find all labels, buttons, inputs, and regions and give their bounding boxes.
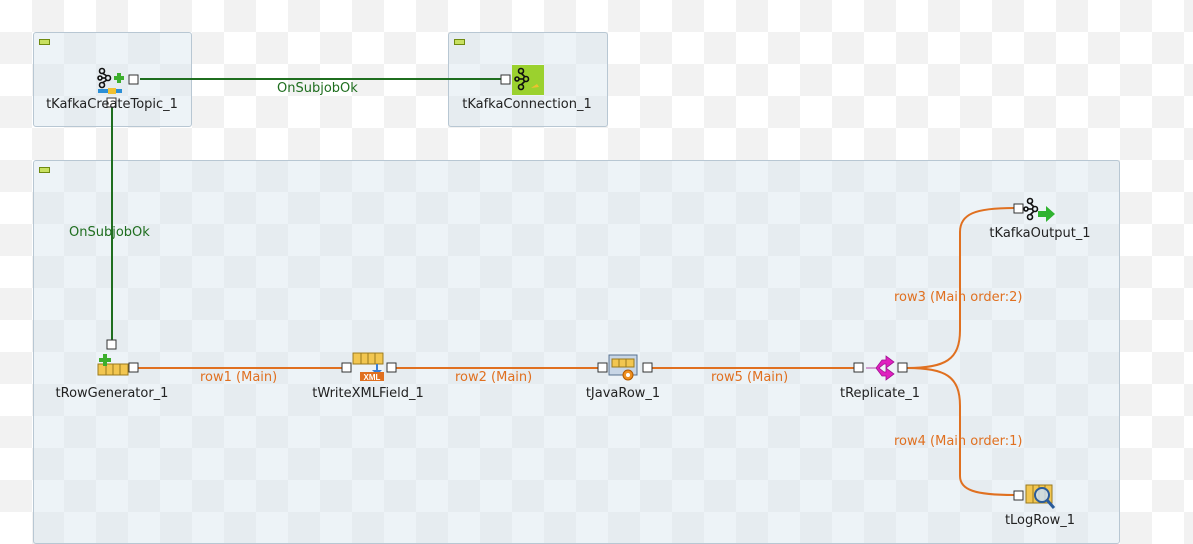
row-in-handle[interactable] xyxy=(597,362,608,373)
kafka-output-icon[interactable] xyxy=(1022,196,1056,224)
log-row-icon[interactable] xyxy=(1024,482,1058,512)
component-label-log-row[interactable]: tLogRow_1 xyxy=(1004,513,1076,528)
component-label-row-generator[interactable]: tRowGenerator_1 xyxy=(55,386,169,401)
link-label-row4[interactable]: row4 (Main order:1) xyxy=(894,434,1023,449)
kafka-create-topic-icon[interactable] xyxy=(96,66,128,98)
row-in-handle[interactable] xyxy=(1013,490,1024,501)
row-in-handle[interactable] xyxy=(341,362,352,373)
row-in-handle[interactable] xyxy=(1013,203,1024,214)
collapse-subjob-button[interactable] xyxy=(454,39,465,45)
trigger-out-handle[interactable] xyxy=(128,74,139,85)
component-label-kafka-connection[interactable]: tKafkaConnection_1 xyxy=(462,97,592,112)
row-in-handle[interactable] xyxy=(853,362,864,373)
link-label-onsubjobok-top[interactable]: OnSubjobOk xyxy=(277,81,358,96)
collapse-subjob-button[interactable] xyxy=(39,39,50,45)
link-label-row3[interactable]: row3 (Main order:2) xyxy=(894,290,1023,305)
link-label-row1[interactable]: row1 (Main) xyxy=(200,370,278,385)
component-label-replicate[interactable]: tReplicate_1 xyxy=(840,386,920,401)
subjob-main-flow[interactable] xyxy=(33,160,1120,544)
kafka-connection-icon[interactable] xyxy=(511,64,545,96)
trigger-in-handle[interactable] xyxy=(500,74,511,85)
component-label-kafka-create-topic[interactable]: tKafkaCreateTopic_1 xyxy=(46,97,178,112)
link-label-row2[interactable]: row2 (Main) xyxy=(455,370,533,385)
row-out-handle[interactable] xyxy=(642,362,653,373)
row3-link[interactable] xyxy=(906,207,1015,369)
row-out-handle[interactable] xyxy=(386,362,397,373)
row-out-handle[interactable] xyxy=(128,362,139,373)
write-xml-field-icon[interactable]: XML xyxy=(352,352,386,382)
component-label-kafka-output[interactable]: tKafkaOutput_1 xyxy=(989,226,1091,241)
link-label-row5[interactable]: row5 (Main) xyxy=(711,370,789,385)
row4-link[interactable] xyxy=(906,367,1015,496)
trigger-out-handle[interactable] xyxy=(106,97,117,108)
row-generator-icon[interactable] xyxy=(97,354,129,378)
java-row-icon[interactable] xyxy=(608,354,642,382)
component-label-java-row[interactable]: tJavaRow_1 xyxy=(585,386,661,401)
xml-badge: XML xyxy=(364,373,381,382)
collapse-subjob-button[interactable] xyxy=(39,167,50,173)
component-label-write-xml-field[interactable]: tWriteXMLField_1 xyxy=(312,386,424,401)
link-label-onsubjobok-left[interactable]: OnSubjobOk xyxy=(69,225,150,240)
trigger-in-handle[interactable] xyxy=(106,339,117,350)
replicate-icon[interactable] xyxy=(864,352,896,384)
row-out-handle[interactable] xyxy=(897,362,908,373)
